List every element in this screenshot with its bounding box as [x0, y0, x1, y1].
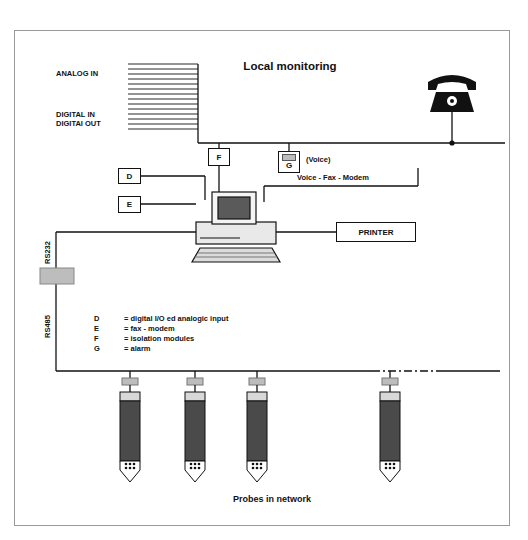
diagram-title: Local monitoring: [243, 60, 336, 73]
bus-label: RS232: [44, 241, 52, 264]
legend-key: E: [94, 325, 99, 333]
signal-label: ANALOG IN: [56, 70, 98, 78]
component-box: F: [208, 148, 230, 166]
component-box: D: [118, 168, 141, 184]
legend-key: D: [94, 315, 99, 323]
box-label: E: [127, 200, 132, 209]
line-label: Voice - Fax - Modem: [297, 174, 369, 182]
legend-key: F: [94, 335, 99, 343]
box-label: PRINTER: [358, 228, 393, 237]
signal-label: DIGITAL IN: [56, 111, 95, 119]
box-label: G: [286, 161, 292, 170]
line-label: (Voice): [306, 156, 330, 164]
legend-text: = fax - modem: [124, 325, 175, 333]
legend-text: = digital I/O ed analogic input: [124, 315, 228, 323]
component-box: PRINTER: [336, 222, 416, 242]
bus-label: RS485: [44, 315, 52, 338]
legend-key: G: [94, 345, 100, 353]
legend-text: = isolation modules: [124, 335, 194, 343]
legend-text: = alarm: [124, 345, 150, 353]
signal-label: DIGITAI OUT: [56, 120, 101, 128]
caption-label: Probes in network: [233, 495, 311, 505]
alarm-indicator: [282, 154, 296, 161]
component-box: G: [278, 151, 300, 173]
box-label: D: [127, 172, 133, 181]
component-box: E: [118, 196, 141, 213]
box-label: F: [217, 153, 222, 162]
